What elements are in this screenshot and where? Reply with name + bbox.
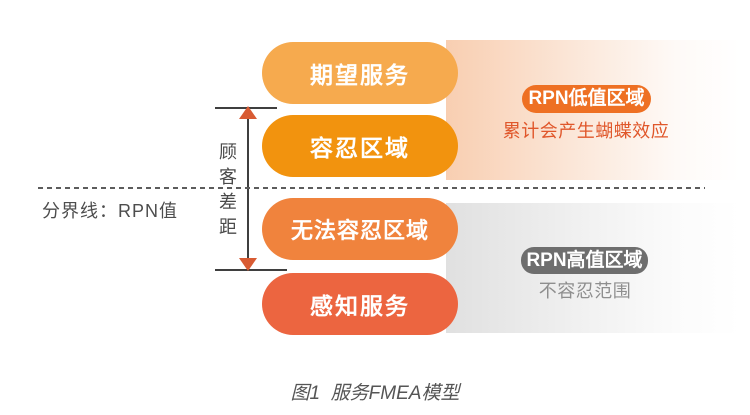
pill-expected-service: 期望服务 xyxy=(262,42,458,104)
arrow-down-icon xyxy=(239,258,257,271)
arrow-up-icon xyxy=(239,106,257,119)
pill-intolerable-zone: 无法容忍区域 xyxy=(262,198,458,260)
pill-tolerance-zone-label: 容忍区域 xyxy=(310,135,410,161)
pill-tolerance-zone: 容忍区域 xyxy=(262,115,458,177)
pill-perceived-service: 感知服务 xyxy=(262,273,458,335)
high-rpn-note: 不容忍范围 xyxy=(538,281,632,301)
low-rpn-note: 累计会产生蝴蝶效应 xyxy=(502,121,670,141)
pill-intolerable-zone-label: 无法容忍区域 xyxy=(290,218,429,243)
low-rpn-badge: RPN低值区域 xyxy=(522,85,651,113)
customer-gap-label: 顾客差距 xyxy=(217,142,237,242)
figure-caption: 图1 服务FMEA模型 xyxy=(290,383,460,404)
high-rpn-badge: RPN高值区域 xyxy=(521,247,648,274)
pill-expected-service-label: 期望服务 xyxy=(310,62,410,88)
rpn-divider-dashed-line xyxy=(38,187,705,189)
pill-perceived-service-label: 感知服务 xyxy=(310,293,410,319)
rpn-divider-label: 分界线：RPN值 xyxy=(42,201,179,221)
gap-vertical-line xyxy=(247,109,249,269)
